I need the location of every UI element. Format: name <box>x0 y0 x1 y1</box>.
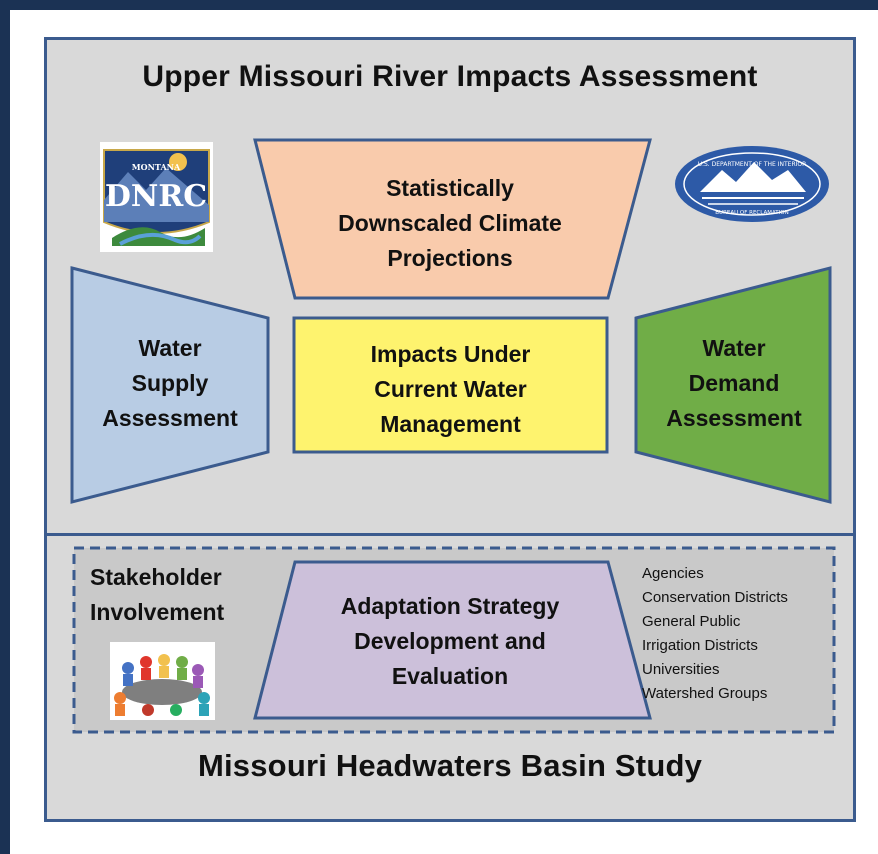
list-item: Universities <box>642 661 720 678</box>
section-divider <box>44 533 856 536</box>
reclamation-logo-top-text: U.S. DEPARTMENT OF THE INTERIOR <box>698 161 807 168</box>
dnrc-logo-main-text: DNRC <box>105 179 207 214</box>
basin-study-title: Missouri Headwaters Basin Study <box>197 748 703 783</box>
list-item: Agencies <box>642 565 704 582</box>
assessment-title: Upper Missouri River Impacts Assessment <box>142 60 758 93</box>
water-supply-shape <box>70 266 270 504</box>
water-demand-shape <box>634 266 832 504</box>
meeting-people-icon <box>110 642 215 720</box>
reclamation-logo-bottom-text: BUREAU OF RECLAMATION <box>715 210 788 216</box>
list-item: Conservation Districts <box>642 589 788 606</box>
list-item: Watershed Groups <box>642 685 768 702</box>
reclamation-logo: U.S. DEPARTMENT OF THE INTERIOR BUREAU O… <box>675 146 829 222</box>
list-item: Irrigation Districts <box>642 637 758 654</box>
impacts-shape <box>292 316 609 454</box>
stakeholder-groups-list: Agencies Conservation Districts General … <box>642 562 788 706</box>
list-item: General Public <box>642 613 741 630</box>
dnrc-logo: MONTANA DNRC <box>100 142 213 252</box>
climate-projections-shape <box>253 138 652 300</box>
dnrc-logo-top-text: MONTANA <box>132 162 181 172</box>
adaptation-shape <box>253 560 652 720</box>
